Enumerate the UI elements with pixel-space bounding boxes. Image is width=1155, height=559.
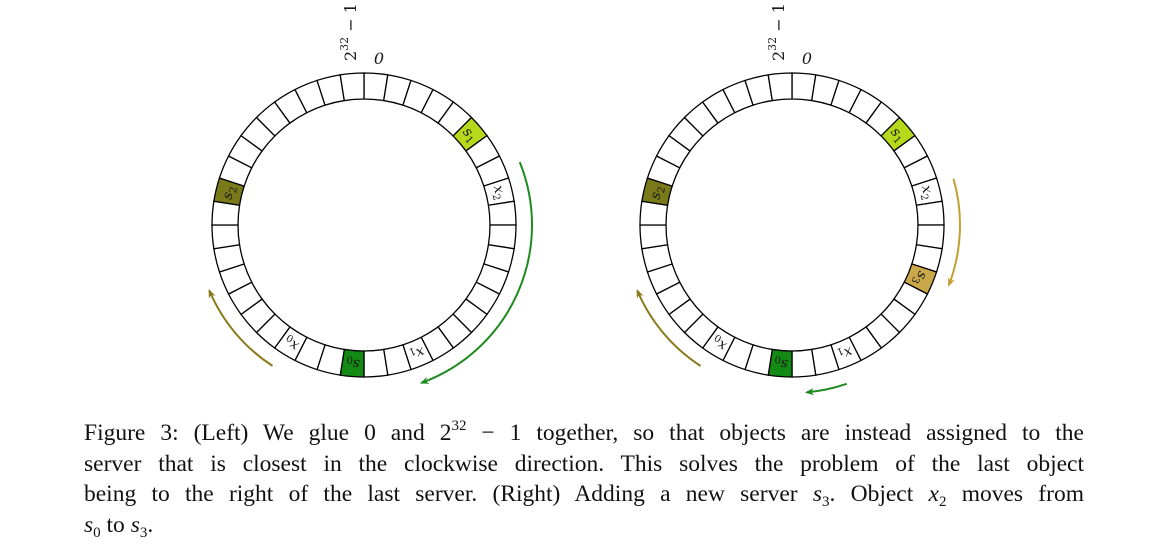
max-label-base: 2: [769, 51, 788, 61]
slot-label-sub: 0: [774, 354, 781, 365]
caption-math-var: s: [84, 511, 94, 538]
caption-line-4: s0 to s3.: [84, 510, 1084, 541]
clockwise-arrow: [636, 288, 702, 367]
figure-caption: Figure 3: (Left) We glue 0 and 232 − 1 t…: [84, 418, 1084, 541]
slot-label-sub: 0: [713, 332, 724, 345]
clockwise-arrow: [804, 382, 848, 396]
caption-text: . Object: [829, 481, 929, 507]
ring-max-label: 232 − 1: [766, 3, 788, 61]
clockwise-arrow: [947, 178, 961, 287]
server-label: s2: [647, 184, 667, 201]
object-label: x2: [916, 184, 936, 202]
slot-label-sub: 1: [463, 134, 476, 146]
slot-label-sub: 2: [918, 193, 930, 202]
ring-slot: [791, 348, 817, 378]
slot-label-base: x: [490, 184, 507, 196]
ring-slot: [211, 224, 241, 250]
caption-line-2: server that is closest in the clockwise …: [84, 449, 1084, 480]
slot-label-sub: 2: [227, 186, 239, 195]
slot-label-sub: 0: [346, 354, 353, 365]
server-label: s0: [346, 354, 361, 373]
ring-slot: [915, 200, 945, 226]
ring-slot: [363, 348, 389, 378]
caption-math-sub: 2: [938, 494, 947, 510]
ring-slot: [639, 224, 669, 250]
ring-slot: [767, 72, 793, 102]
ring-zero-label: 0: [374, 49, 384, 68]
caption-text: .: [147, 511, 154, 538]
clockwise-arrow: [419, 161, 533, 384]
max-label-exp: 32: [338, 37, 351, 51]
clockwise-arrow: [208, 288, 274, 367]
slot-label-base: s: [780, 356, 788, 373]
slot-label-base: s: [352, 356, 360, 373]
caption-text: − 1 together, so that objects are instea…: [466, 420, 1084, 446]
ring-slot: [487, 200, 517, 226]
caption-math-sub: 3: [821, 494, 830, 510]
caption-math-var: s: [812, 481, 822, 507]
caption-text: Figure 3: (Left) We glue 0 and 2: [84, 420, 452, 446]
max-label-exp: 32: [766, 37, 779, 51]
caption-text: moves from: [946, 481, 1084, 507]
object-label: x2: [488, 184, 508, 202]
max-label-rest: − 1: [769, 3, 788, 37]
max-label-base: 2: [341, 51, 360, 61]
slot-label-sub: 1: [407, 345, 417, 358]
slot-label-sub: 3: [909, 275, 922, 285]
slot-label-base: s: [647, 190, 664, 201]
server-label: s2: [219, 184, 239, 201]
caption-text: server that is closest in the clockwise …: [84, 450, 1084, 477]
slot-label-sub: 1: [891, 134, 904, 146]
server-label: s0: [774, 354, 789, 373]
caption-math-sub: 0: [93, 524, 101, 541]
slot-label-sub: 2: [490, 193, 502, 202]
caption-text: being to the right of the last server. (…: [84, 481, 813, 507]
ring-zero-label: 0: [802, 49, 812, 68]
slot-label-sub: 0: [285, 332, 296, 345]
max-label-rest: − 1: [341, 3, 360, 37]
caption-math-var: x: [928, 481, 939, 507]
ring-slot: [339, 72, 365, 102]
slot-label-sub: 1: [835, 345, 845, 358]
slot-label-sub: 2: [655, 186, 667, 195]
ring-max-label: 232 − 1: [338, 3, 360, 61]
caption-line-1: Figure 3: (Left) We glue 0 and 232 − 1 t…: [84, 418, 1084, 449]
caption-math-sub: 3: [139, 524, 148, 541]
caption-exponent: 32: [451, 418, 467, 434]
caption-line-3: being to the right of the last server. (…: [84, 479, 1084, 510]
caption-text: to: [100, 511, 131, 538]
caption-math-var: s: [130, 511, 140, 538]
slot-label-base: x: [918, 184, 935, 196]
slot-label-base: s: [219, 190, 236, 201]
